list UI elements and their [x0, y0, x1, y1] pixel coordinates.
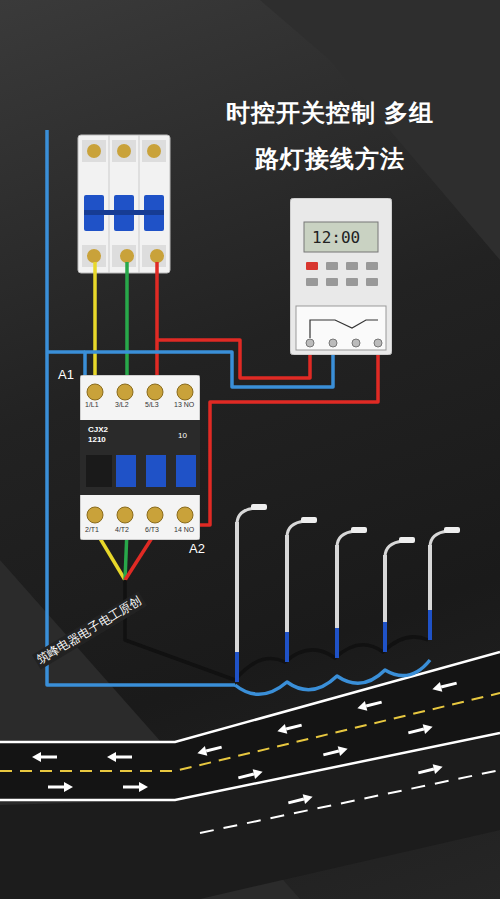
terminal-number: 4/T2 [115, 526, 129, 533]
terminal-number: 13 NO [174, 401, 194, 408]
timer-switch-body [290, 198, 392, 355]
terminal-number: 2/T1 [85, 526, 99, 533]
terminal-number: 1/L1 [85, 401, 99, 408]
contactor: CJX2 1210 10 [80, 375, 200, 540]
control-wire [200, 355, 378, 525]
terminal-name: A1 [58, 367, 74, 382]
wires [47, 130, 430, 694]
terminal-number: 3/L2 [115, 401, 129, 408]
lane-line [200, 770, 500, 833]
display-time: 12:00 [312, 228, 360, 247]
title: 时控开关控制 多组路灯接线方法 [215, 90, 445, 182]
road-edge [0, 733, 500, 800]
center-line [0, 693, 500, 771]
model-label: CJX2 1210 [88, 425, 116, 445]
circuit-breaker [78, 135, 170, 273]
terminal-number: 5/L3 [145, 401, 159, 408]
contactor-body [80, 375, 200, 540]
timer-switch: 12:00 [290, 198, 392, 355]
road-arrows [32, 678, 458, 808]
street-lamps [237, 504, 460, 682]
contact-label: 10 [178, 431, 187, 440]
road [0, 735, 500, 899]
terminal-number: 14 NO [174, 526, 194, 533]
terminal-name: A2 [189, 541, 205, 556]
terminal-number: 6/T3 [145, 526, 159, 533]
